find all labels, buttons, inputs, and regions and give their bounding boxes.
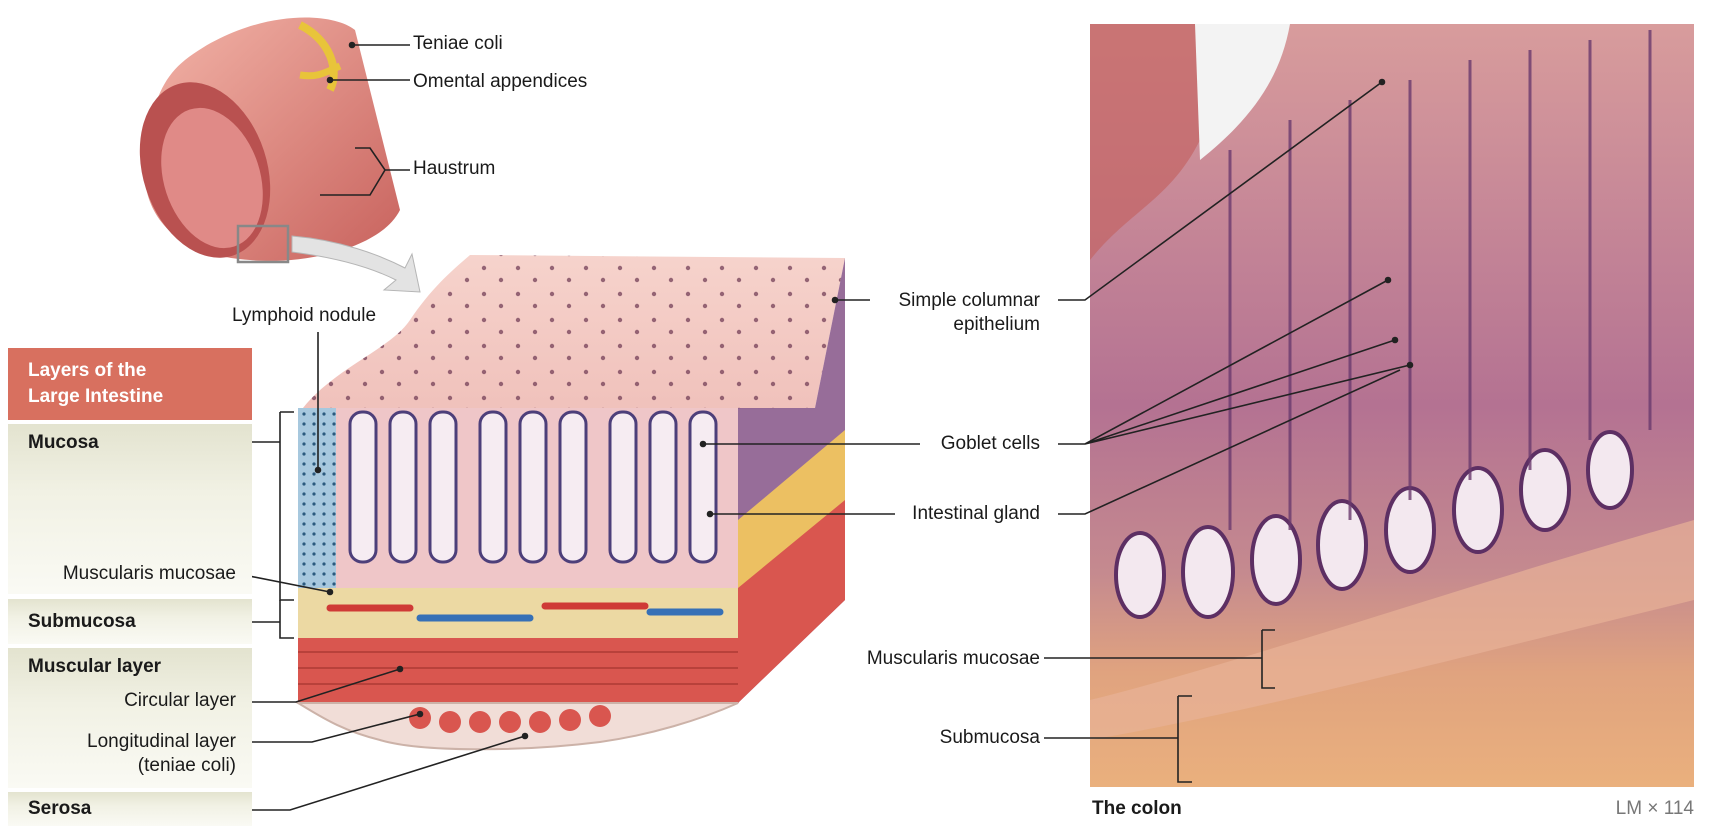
label-teniae-coli: Teniae coli <box>413 33 503 55</box>
label-epithelium: epithelium <box>840 314 1040 336</box>
label-goblet-cells: Goblet cells <box>840 433 1040 455</box>
label-circular-layer: Circular layer <box>8 690 236 712</box>
band-submucosa: Submucosa <box>8 599 252 644</box>
micrograph-caption: The colon <box>1092 798 1182 820</box>
layer-muscular: Muscular layer <box>28 656 161 678</box>
label-micro-submucosa: Submucosa <box>820 727 1040 749</box>
layers-panel-title: Layers of the Large Intestine <box>28 358 163 410</box>
colon-micrograph <box>1076 10 1706 826</box>
layer-submucosa: Submucosa <box>28 611 136 633</box>
label-muscularis-mucosae: Muscularis mucosae <box>8 563 236 585</box>
band-serosa: Serosa <box>8 792 252 826</box>
label-micro-muscularis-mucosae: Muscularis mucosae <box>820 648 1040 670</box>
label-longitudinal-layer: Longitudinal layer <box>8 731 236 753</box>
layers-title-line1: Layers of the <box>28 360 146 381</box>
label-teniae-coli-note: (teniae coli) <box>8 755 236 777</box>
label-intestinal-gland: Intestinal gland <box>840 503 1040 525</box>
layer-serosa: Serosa <box>28 798 91 820</box>
label-simple-columnar: Simple columnar <box>840 290 1040 312</box>
label-omental-appendices: Omental appendices <box>413 71 587 93</box>
layers-panel-header: Layers of the Large Intestine <box>8 348 252 420</box>
layer-mucosa: Mucosa <box>28 432 99 454</box>
label-haustrum: Haustrum <box>413 158 495 180</box>
layers-title-line2: Large Intestine <box>28 386 163 407</box>
micrograph-magnification: LM × 114 <box>1490 798 1694 820</box>
label-lymphoid-nodule: Lymphoid nodule <box>232 305 376 327</box>
